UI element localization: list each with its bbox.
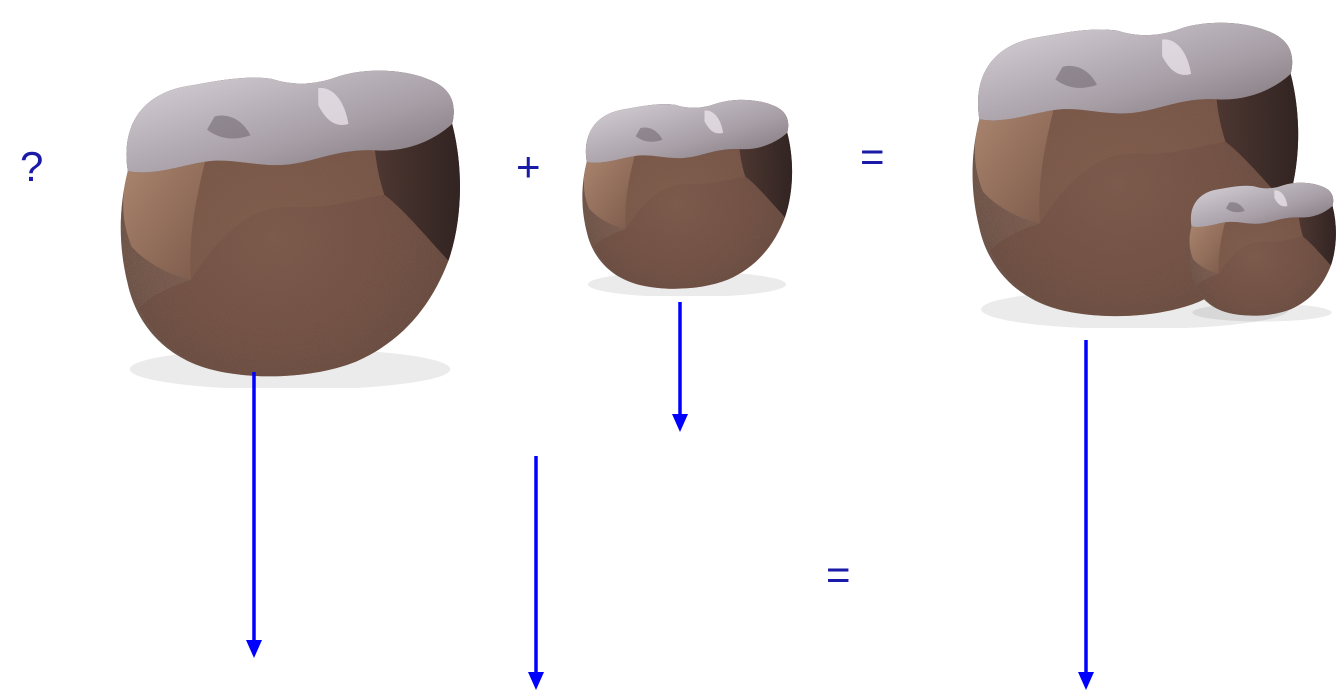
equals-sign-bottom: = (826, 554, 851, 596)
down-arrow-middle (526, 456, 546, 692)
down-arrow-combined-stones (1076, 340, 1096, 692)
down-arrow-large-stone (244, 372, 264, 658)
plus-sign: + (516, 146, 541, 188)
small-stone-core-image (564, 92, 810, 296)
equals-sign-top: = (860, 136, 885, 178)
combined-stones-small-image (1180, 176, 1342, 322)
down-arrow-small-stone (670, 302, 690, 432)
large-stone-core-image (100, 58, 480, 388)
question-mark: ? (20, 146, 43, 188)
